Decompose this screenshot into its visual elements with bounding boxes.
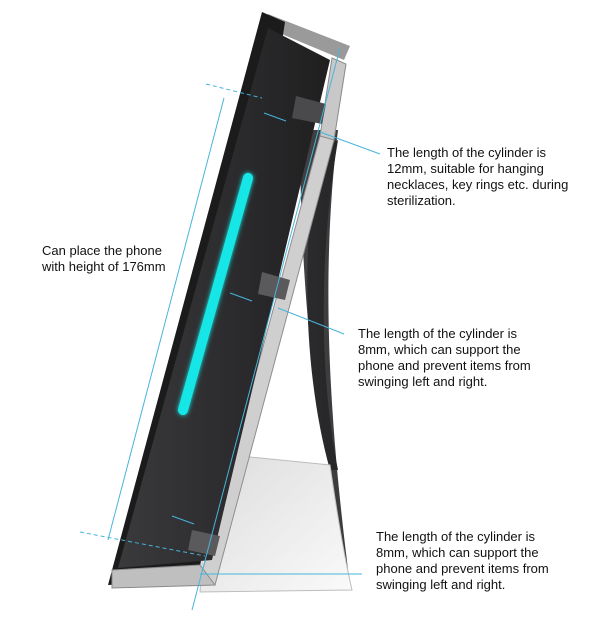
middle-cylinder xyxy=(258,272,290,300)
bottom-cylinder-annotation: The length of the cylinder is 8mm, which… xyxy=(376,529,549,592)
height-dimension-line xyxy=(107,97,225,541)
middle-cylinder-annotation: The length of the cylinder is 8mm, which… xyxy=(358,326,531,389)
top-cylinder-annotation: The length of the cylinder is 12mm, suit… xyxy=(387,145,569,208)
mid-leader xyxy=(277,307,345,335)
top-arrow xyxy=(263,112,287,122)
front-panel-face xyxy=(118,28,330,568)
top-frame-rail xyxy=(268,14,350,60)
height-dimension-bottom-tick xyxy=(79,531,206,557)
bottom-cylinder xyxy=(188,530,220,556)
bottom-arrow xyxy=(171,515,195,525)
uv-light-bar xyxy=(178,173,253,415)
top-leader xyxy=(319,131,381,155)
height-annotation: Can place the phone with height of 176mm xyxy=(42,243,166,274)
guide-lines xyxy=(79,47,381,611)
top-cylinder xyxy=(292,96,326,124)
mid-arrow xyxy=(229,292,253,302)
bottom-tray xyxy=(111,564,216,589)
height-dimension-top-tick xyxy=(205,83,263,99)
center-line xyxy=(191,47,341,611)
